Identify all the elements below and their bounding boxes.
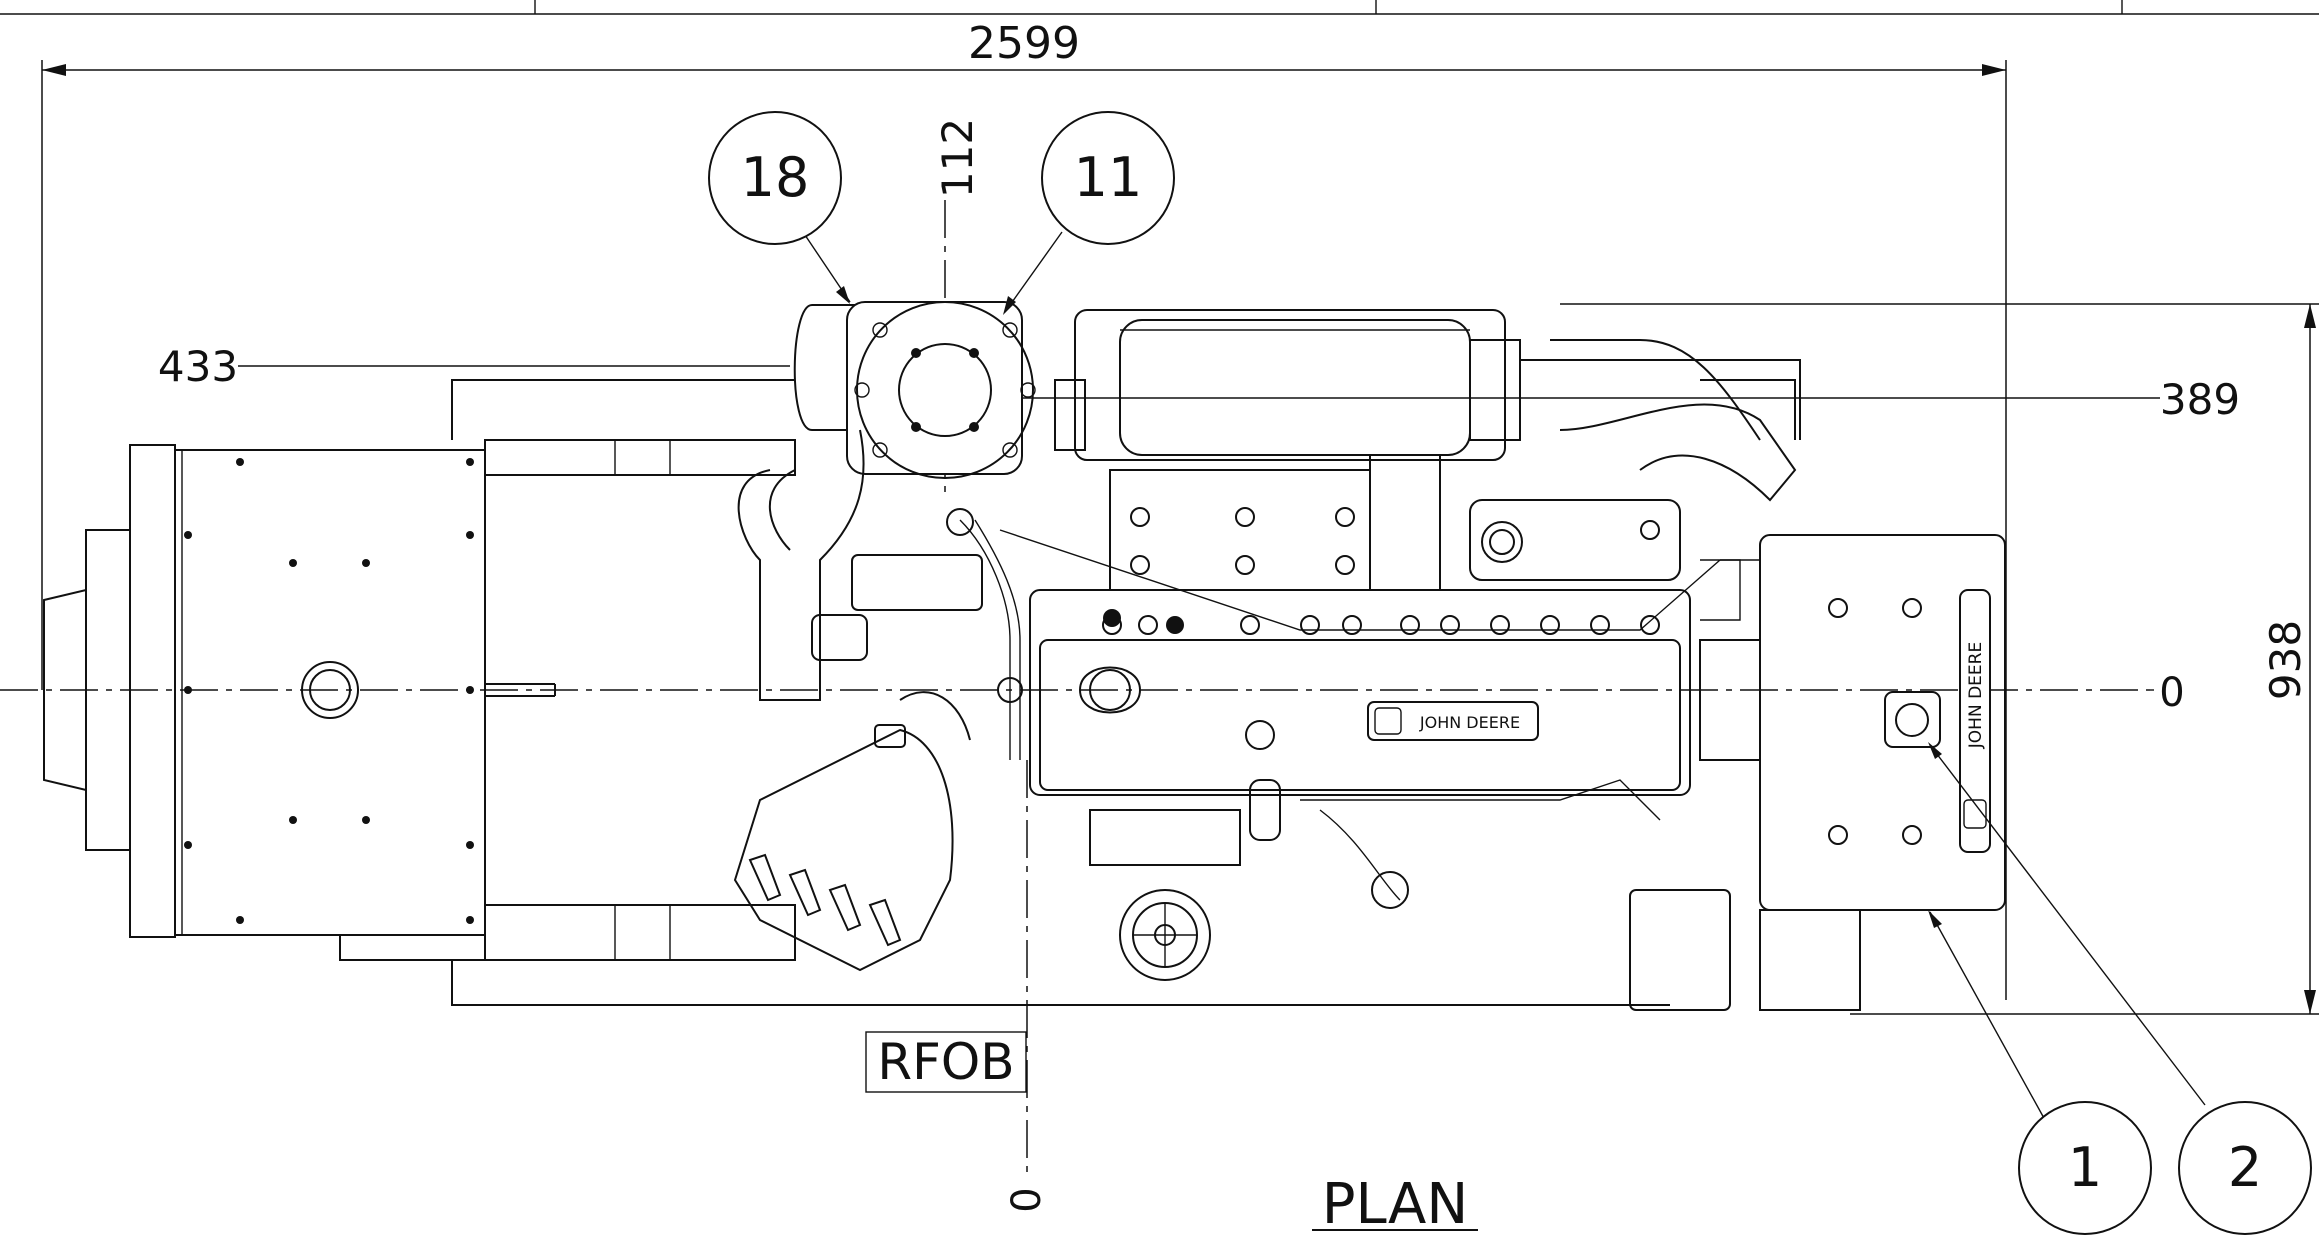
base-frame <box>451 379 1796 1006</box>
water-pump-and-fuel-system <box>1089 720 1861 1011</box>
overall-width-value: 938 <box>2261 620 2310 700</box>
balloon-11: 11 <box>1003 111 1175 315</box>
overall-length-dimension: 2599 <box>41 18 2007 1000</box>
centerline-datum-value: 0 <box>2159 670 2184 716</box>
engine-block: JOHN DEERE <box>946 454 1721 796</box>
turbocharger-housing <box>1054 309 1801 461</box>
air-filter <box>733 691 971 972</box>
exhaust-offset-dimensions: 433 389 112 <box>158 118 2240 500</box>
engine-centerline: 0 <box>0 670 2185 716</box>
balloon-2: 2 <box>1928 742 2312 1235</box>
svg-text:2: 2 <box>2228 1136 2262 1199</box>
front-tubes <box>946 508 1721 760</box>
intake-piping <box>737 339 1797 701</box>
rfob-datum: RFOB 0 <box>865 760 1050 1213</box>
view-title: PLAN <box>1312 1172 1478 1237</box>
rfob-label: RFOB <box>877 1033 1014 1091</box>
balloon-1: 1 <box>1928 910 2152 1235</box>
brand-top-text: JOHN DEERE <box>1419 713 1520 732</box>
brand-badge-top: JOHN DEERE <box>1367 701 1539 741</box>
exhaust-outlet-flange <box>793 301 1036 479</box>
alternator-assembly <box>43 444 556 961</box>
overall-length-value: 2599 <box>968 18 1080 69</box>
svg-text:11: 11 <box>1074 146 1143 209</box>
overall-width-dimension: 938 <box>1560 303 2319 1015</box>
alternator-bolts <box>184 458 474 924</box>
exhaust-offset-left-value: 433 <box>158 342 238 391</box>
rfob-datum-value: 0 <box>1004 1187 1050 1212</box>
exhaust-offset-x-value: 112 <box>933 118 982 198</box>
title-block-border <box>0 0 2319 15</box>
balloon-18: 18 <box>708 111 851 304</box>
svg-text:18: 18 <box>741 146 810 209</box>
brand-side-text: JOHN DEERE <box>1966 642 1986 749</box>
exhaust-offset-right-value: 389 <box>2160 375 2240 424</box>
view-title-text: PLAN <box>1322 1172 1468 1237</box>
svg-text:1: 1 <box>2068 1136 2102 1199</box>
front-gear-housing: JOHN DEERE <box>1699 534 2006 911</box>
